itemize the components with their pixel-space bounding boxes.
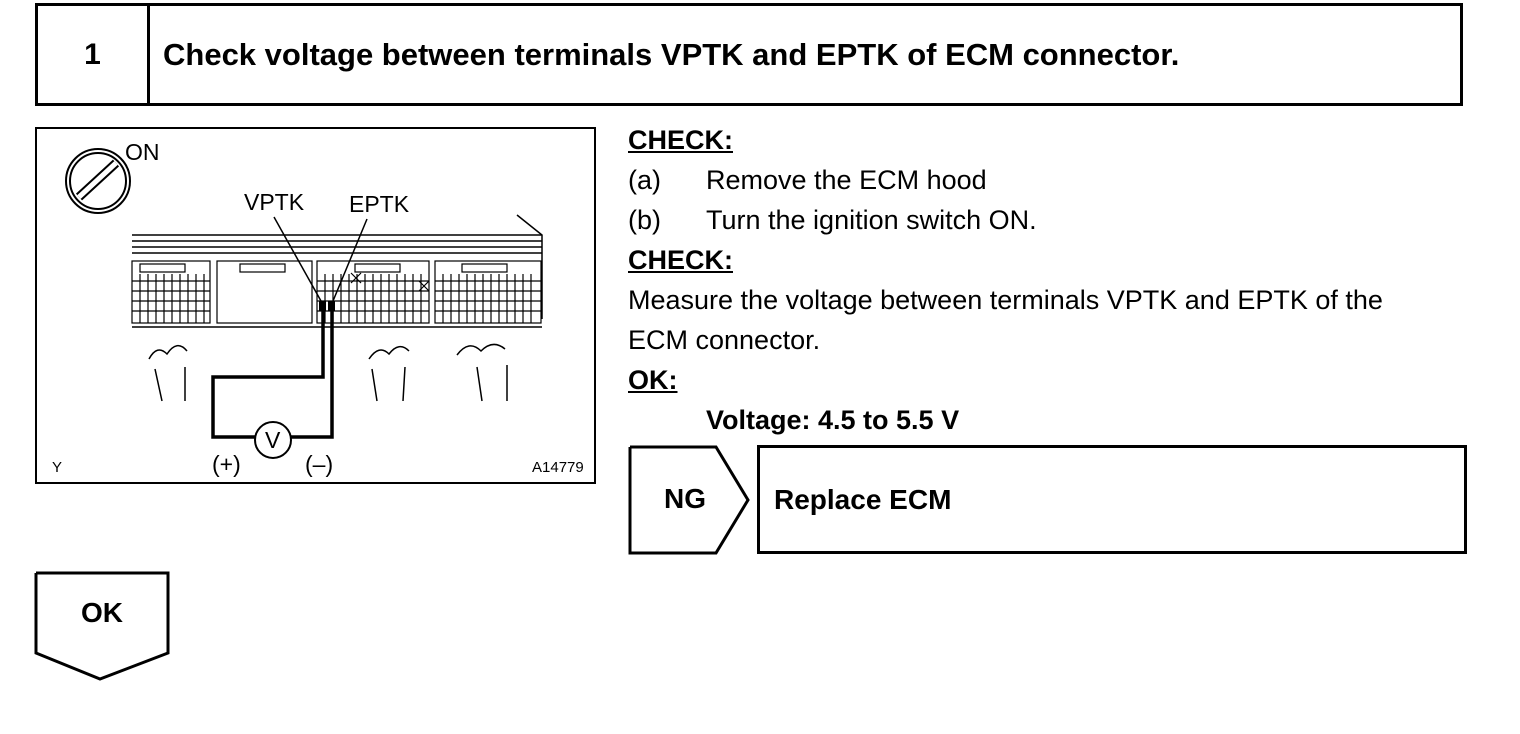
prep-step: (a)Remove the ECM hood	[628, 165, 987, 195]
ng-arrow-icon	[628, 445, 750, 555]
voltmeter-symbol: V	[265, 427, 281, 453]
ok-heading: OK:	[628, 365, 678, 395]
positive-lead-label: (+)	[212, 451, 241, 477]
connector-block-1	[131, 260, 211, 324]
connector-block-4	[434, 260, 542, 324]
voltmeter-test-leads	[211, 311, 334, 439]
negative-lead-label: (–)	[305, 451, 334, 477]
check-text-line2: ECM connector.	[628, 325, 821, 355]
step-title: Check voltage between terminals VPTK and…	[163, 36, 1180, 72]
prep-heading: CHECK:	[628, 125, 733, 155]
vptk-terminal-label: VPTK	[244, 189, 305, 215]
figure-code: A14779	[532, 459, 584, 476]
voltmeter-icon	[254, 421, 292, 459]
ignition-switch-icon	[65, 148, 131, 214]
wire-harness-icon	[148, 343, 508, 402]
test-probe-pins	[319, 301, 335, 311]
step-number: 1	[38, 6, 150, 103]
prep-step: (b)Turn the ignition switch ON.	[628, 205, 1037, 235]
ng-action-text: Replace ECM	[774, 483, 952, 515]
ok-label: OK	[81, 597, 123, 628]
ignition-on-label: ON	[125, 139, 160, 165]
connector-block-2	[216, 260, 313, 324]
connector-block-3	[316, 260, 430, 324]
ecm-connector-diagram	[65, 148, 543, 459]
figure-corner-mark: Y	[52, 459, 63, 476]
eptk-terminal-label: EPTK	[349, 191, 410, 217]
check-heading: CHECK:	[628, 245, 733, 275]
connector-illustration: ON VPTK EPTK V (+) (–) Y A14779	[35, 127, 596, 484]
check-text-line1: Measure the voltage between terminals VP…	[628, 285, 1383, 315]
terminal-leader-lines	[273, 216, 368, 302]
ok-arrow-icon	[34, 571, 170, 681]
voltage-spec: Voltage: 4.5 to 5.5 V	[706, 405, 960, 435]
ng-action-box: Replace ECM	[757, 445, 1467, 554]
step-header: 1 Check voltage between terminals VPTK a…	[35, 3, 1463, 106]
ng-label: NG	[664, 483, 706, 514]
check-instructions: CHECK: (a)Remove the ECM hood (b)Turn th…	[628, 120, 1488, 440]
ecm-connector-body	[132, 214, 543, 328]
